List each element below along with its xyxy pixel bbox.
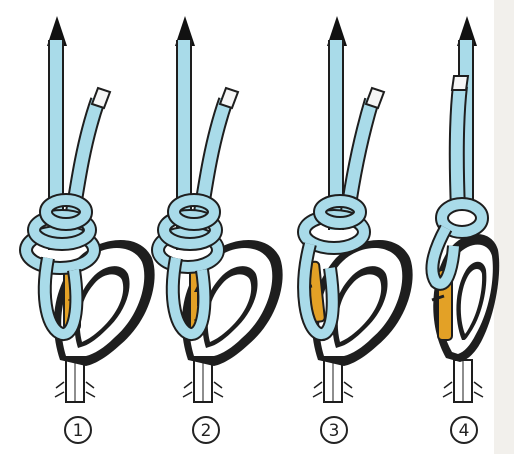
step-2-panel: 2 xyxy=(158,16,283,443)
step-3-label: 3 xyxy=(329,421,340,441)
step-4-panel: 4 xyxy=(432,16,499,443)
step-3-hanging-rope xyxy=(313,360,353,402)
step-1-panel: 1 xyxy=(26,16,155,443)
step-1-number-badge: 1 xyxy=(65,417,91,443)
step-3-panel: 3 xyxy=(298,16,413,443)
step-1-label: 1 xyxy=(73,421,84,441)
step-4-hanging-rope xyxy=(443,360,483,402)
page-edge-shade xyxy=(494,0,514,454)
step-3-number-badge: 3 xyxy=(321,417,347,443)
step-4-label: 4 xyxy=(459,421,470,441)
step-4-number-badge: 4 xyxy=(451,417,477,443)
step-2-number-badge: 2 xyxy=(193,417,219,443)
step-2-label: 2 xyxy=(201,421,212,441)
step-1-hanging-rope xyxy=(55,360,95,402)
step-2-hanging-rope xyxy=(183,360,223,402)
